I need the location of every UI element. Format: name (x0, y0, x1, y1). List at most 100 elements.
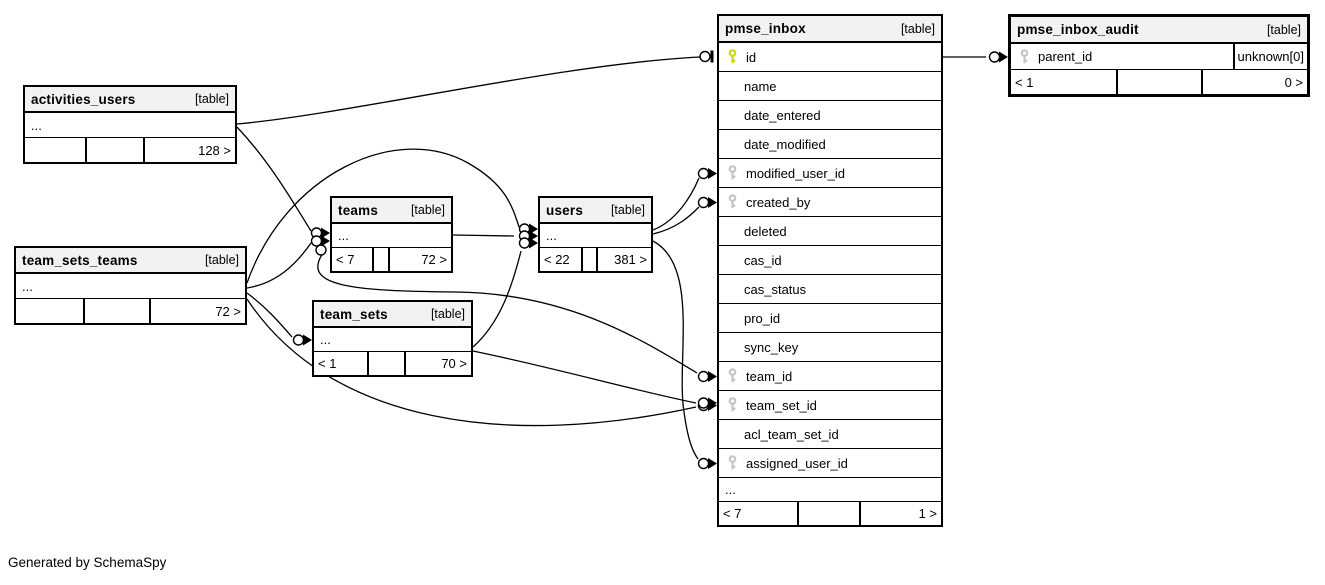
footer-rows-count: 128 > (198, 142, 231, 158)
foreign-key-icon (728, 455, 737, 470)
columns-ellipsis-row[interactable]: ... (16, 274, 245, 299)
table-pmse_inbox: pmse_inbox [table] id name date_entered date_… (717, 14, 943, 527)
cardinality-circle (697, 370, 710, 383)
relationship-activities_users-to-teams (236, 126, 330, 239)
column-cas_status[interactable]: cas_status (719, 275, 941, 304)
column-label: ... (338, 228, 349, 243)
table-team_sets_teams: team_sets_teams [table]... 72 > (14, 246, 247, 325)
column-label: deleted (744, 223, 787, 239)
table-header-users[interactable]: users[table] (540, 198, 651, 224)
relationship-teams-to-pmse_inbox-team_id (315, 244, 717, 383)
columns-ellipsis-row[interactable]: ... (314, 328, 471, 352)
fk-arrowhead-icon (321, 235, 330, 247)
fk-arrowhead-icon (529, 223, 538, 235)
columns-ellipsis-row[interactable]: ... (25, 113, 235, 138)
column-label: date_entered (744, 107, 821, 123)
footer-middle-cell (374, 248, 390, 271)
fk-arrowhead-icon (708, 197, 717, 208)
relationship-users-to-pmse_inbox-created_by (652, 196, 717, 235)
table-footer: 72 > (16, 299, 245, 323)
column-label: date_modified (744, 136, 826, 152)
footer-rows-count: 0 > (1284, 74, 1303, 90)
fk-arrowhead-icon (708, 397, 717, 409)
table-header-teams[interactable]: teams [table] (332, 198, 451, 224)
column-label: acl_team_set_id (744, 426, 839, 442)
footer-middle-cell (1118, 70, 1203, 94)
foreign-key-icon (728, 368, 737, 383)
primary-key-icon (728, 49, 737, 64)
column-cas_id[interactable]: cas_id (719, 246, 941, 275)
columns-ellipsis-row[interactable]: ... (719, 478, 941, 502)
table-header-activities_users[interactable]: activities_users[table] (25, 87, 235, 113)
table-header-pmse_inbox[interactable]: pmse_inbox [table] (719, 16, 941, 43)
column-deleted[interactable]: deleted (719, 217, 941, 246)
foreign-key-icon (728, 397, 737, 412)
column-label: ... (546, 228, 557, 243)
column-team_set_id[interactable]: team_set_id (719, 391, 941, 420)
table-title[interactable]: team_sets (320, 306, 388, 322)
column-label: sync_key (744, 339, 799, 355)
fk-arrowhead-icon (708, 168, 717, 179)
column-date_entered[interactable]: date_entered (719, 101, 941, 130)
cardinality-circle (697, 457, 710, 470)
column-label: ... (725, 482, 736, 497)
column-modified_user_id[interactable]: modified_user_id (719, 159, 941, 188)
table-header-pmse_inbox_audit[interactable]: pmse_inbox_audit[table] (1011, 17, 1307, 44)
footer-middle-cell (87, 138, 145, 162)
table-activities_users: activities_users[table]... 128 > (23, 85, 237, 164)
column-acl_team_set_id[interactable]: acl_team_set_id (719, 420, 941, 449)
columns-ellipsis-row[interactable]: ... (332, 224, 451, 248)
columns-ellipsis-row[interactable]: ... (540, 224, 651, 248)
column-label: ... (22, 278, 33, 294)
fk-arrowhead-icon (708, 371, 717, 382)
column-sync_key[interactable]: sync_key (719, 333, 941, 362)
column-created_by[interactable]: created_by (719, 188, 941, 217)
footer-children-count: < 1 (314, 352, 369, 375)
table-type-label: [table] (900, 21, 935, 36)
table-title[interactable]: team_sets_teams (22, 252, 138, 268)
relationship-team_sets-to-pmse_inbox-team_set_id (472, 350, 717, 409)
column-date_modified[interactable]: date_modified (719, 130, 941, 159)
column-team_id[interactable]: team_id (719, 362, 941, 391)
cardinality-circle (697, 167, 710, 180)
table-title[interactable]: activities_users (31, 91, 136, 107)
table-title[interactable]: teams (338, 202, 379, 218)
footer-children-count: < 7 (332, 248, 374, 271)
column-id[interactable]: id (719, 43, 941, 72)
table-type-label: [table] (410, 203, 445, 217)
column-name[interactable]: name (719, 72, 941, 101)
foreign-key-icon (1020, 48, 1029, 63)
table-title[interactable]: users (546, 202, 584, 218)
pk-tick-icon (710, 50, 714, 63)
footer-children-count: < 22 (540, 248, 583, 271)
column-pro_id[interactable]: pro_id (719, 304, 941, 333)
table-type-label: [table] (204, 253, 239, 267)
table-header-team_sets_teams[interactable]: team_sets_teams [table] (16, 248, 245, 274)
footer-middle-cell (369, 352, 406, 375)
footer-middle-cell (85, 299, 151, 323)
fk-arrowhead-icon (321, 227, 330, 239)
fk-arrowhead-icon (708, 458, 717, 469)
column-label: cas_status (744, 281, 807, 297)
column-assigned_user_id[interactable]: assigned_user_id (719, 449, 941, 478)
relationship-team_sets-to-users (472, 237, 538, 348)
table-title[interactable]: pmse_inbox_audit (1017, 22, 1139, 37)
column-label: name (744, 78, 777, 94)
column-label: team_set_id (746, 397, 817, 413)
table-header-team_sets[interactable]: team_sets[table] (314, 302, 471, 328)
foreign-key-icon (728, 165, 737, 180)
cardinality-circle (292, 334, 305, 346)
fk-arrowhead-icon (999, 51, 1008, 63)
footer-children-count (25, 138, 87, 162)
cardinality-circle (697, 196, 710, 209)
table-title[interactable]: pmse_inbox (725, 21, 806, 36)
cardinality-circle (699, 50, 711, 63)
relationship-pmse_inbox-id-to-pmse_inbox_audit-parent_id (943, 51, 1008, 63)
